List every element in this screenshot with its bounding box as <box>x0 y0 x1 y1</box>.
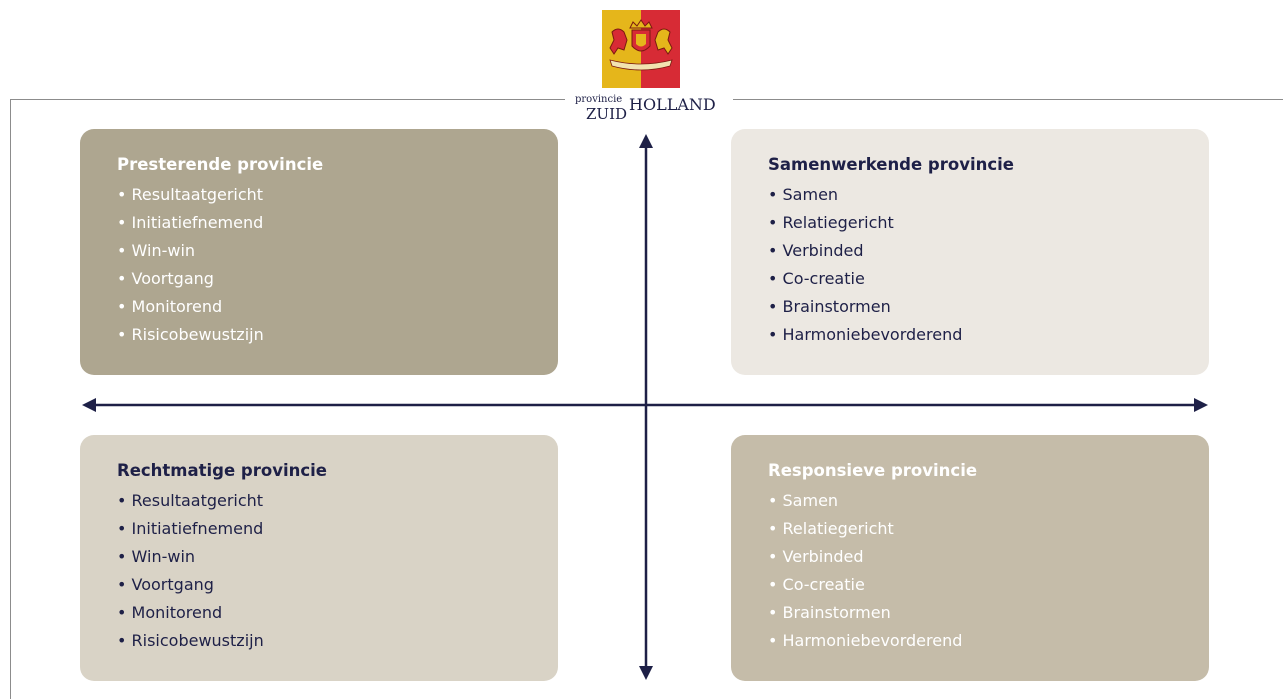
list-item: • Risicobewustzijn <box>117 631 264 650</box>
list-item: • Brainstormen <box>768 603 891 622</box>
arrow-right-icon <box>1194 398 1208 412</box>
list-item: • Voortgang <box>117 269 214 288</box>
list-item: • Risicobewustzijn <box>117 325 264 344</box>
list-item: • Initiatiefnemend <box>117 213 264 232</box>
list-item: • Co-creatie <box>768 575 865 594</box>
frame-top-line-right <box>733 99 1283 100</box>
quadrant-list: • Samen • Relatiegericht • Verbinded • C… <box>768 487 1209 655</box>
list-item: • Verbinded <box>768 241 864 260</box>
list-item: • Samen <box>768 491 839 510</box>
quadrant-title: Rechtmatige provincie <box>117 461 327 480</box>
list-item: • Voortgang <box>117 575 214 594</box>
list-item: • Initiatiefnemend <box>117 519 264 538</box>
list-item: • Harmoniebevorderend <box>768 631 963 650</box>
quadrant-top-left: Presterende provincie • Resultaatgericht… <box>80 129 558 375</box>
list-item: • Relatiegericht <box>768 213 894 232</box>
list-item: • Verbinded <box>768 547 864 566</box>
logo-provincie-text: provincie <box>575 94 623 105</box>
arrow-left-icon <box>82 398 96 412</box>
list-item: • Win-win <box>117 241 196 260</box>
quadrant-bottom-right: Responsieve provincie • Samen • Relatieg… <box>731 435 1209 681</box>
quadrant-bottom-left: Rechtmatige provincie • Resultaatgericht… <box>80 435 558 681</box>
frame-left-line <box>10 99 11 699</box>
horizontal-axis <box>82 398 1208 412</box>
quadrant-title: Samenwerkende provincie <box>768 155 1015 174</box>
list-item: • Samen <box>768 185 839 204</box>
logo-wordmark: provincie ZUID HOLLAND <box>568 92 728 123</box>
list-item: • Resultaatgericht <box>117 491 264 510</box>
arrow-up-icon <box>639 134 653 148</box>
quadrant-list: • Resultaatgericht • Initiatiefnemend • … <box>117 487 558 655</box>
quadrant-top-right: Samenwerkende provincie • Samen • Relati… <box>731 129 1209 375</box>
list-item: • Harmoniebevorderend <box>768 325 963 344</box>
list-item: • Co-creatie <box>768 269 865 288</box>
quadrant-title: Responsieve provincie <box>768 461 978 480</box>
arrow-down-icon <box>639 666 653 680</box>
list-item: • Monitorend <box>117 297 223 316</box>
frame-top-line-left <box>10 99 565 100</box>
quadrant-title: Presterende provincie <box>117 155 324 174</box>
list-item: • Relatiegericht <box>768 519 894 538</box>
list-item: • Brainstormen <box>768 297 891 316</box>
quadrant-list: • Resultaatgericht • Initiatiefnemend • … <box>117 181 558 349</box>
list-item: • Resultaatgericht <box>117 185 264 204</box>
list-item: • Win-win <box>117 547 196 566</box>
vertical-axis <box>639 134 653 680</box>
logo-holland-text: HOLLAND <box>629 95 716 114</box>
province-logo: provincie ZUID HOLLAND <box>568 10 728 123</box>
coat-of-arms-icon <box>602 10 680 88</box>
logo-zuid-text: ZUID <box>586 105 628 123</box>
list-item: • Monitorend <box>117 603 223 622</box>
quadrant-list: • Samen • Relatiegericht • Verbinded • C… <box>768 181 1209 349</box>
